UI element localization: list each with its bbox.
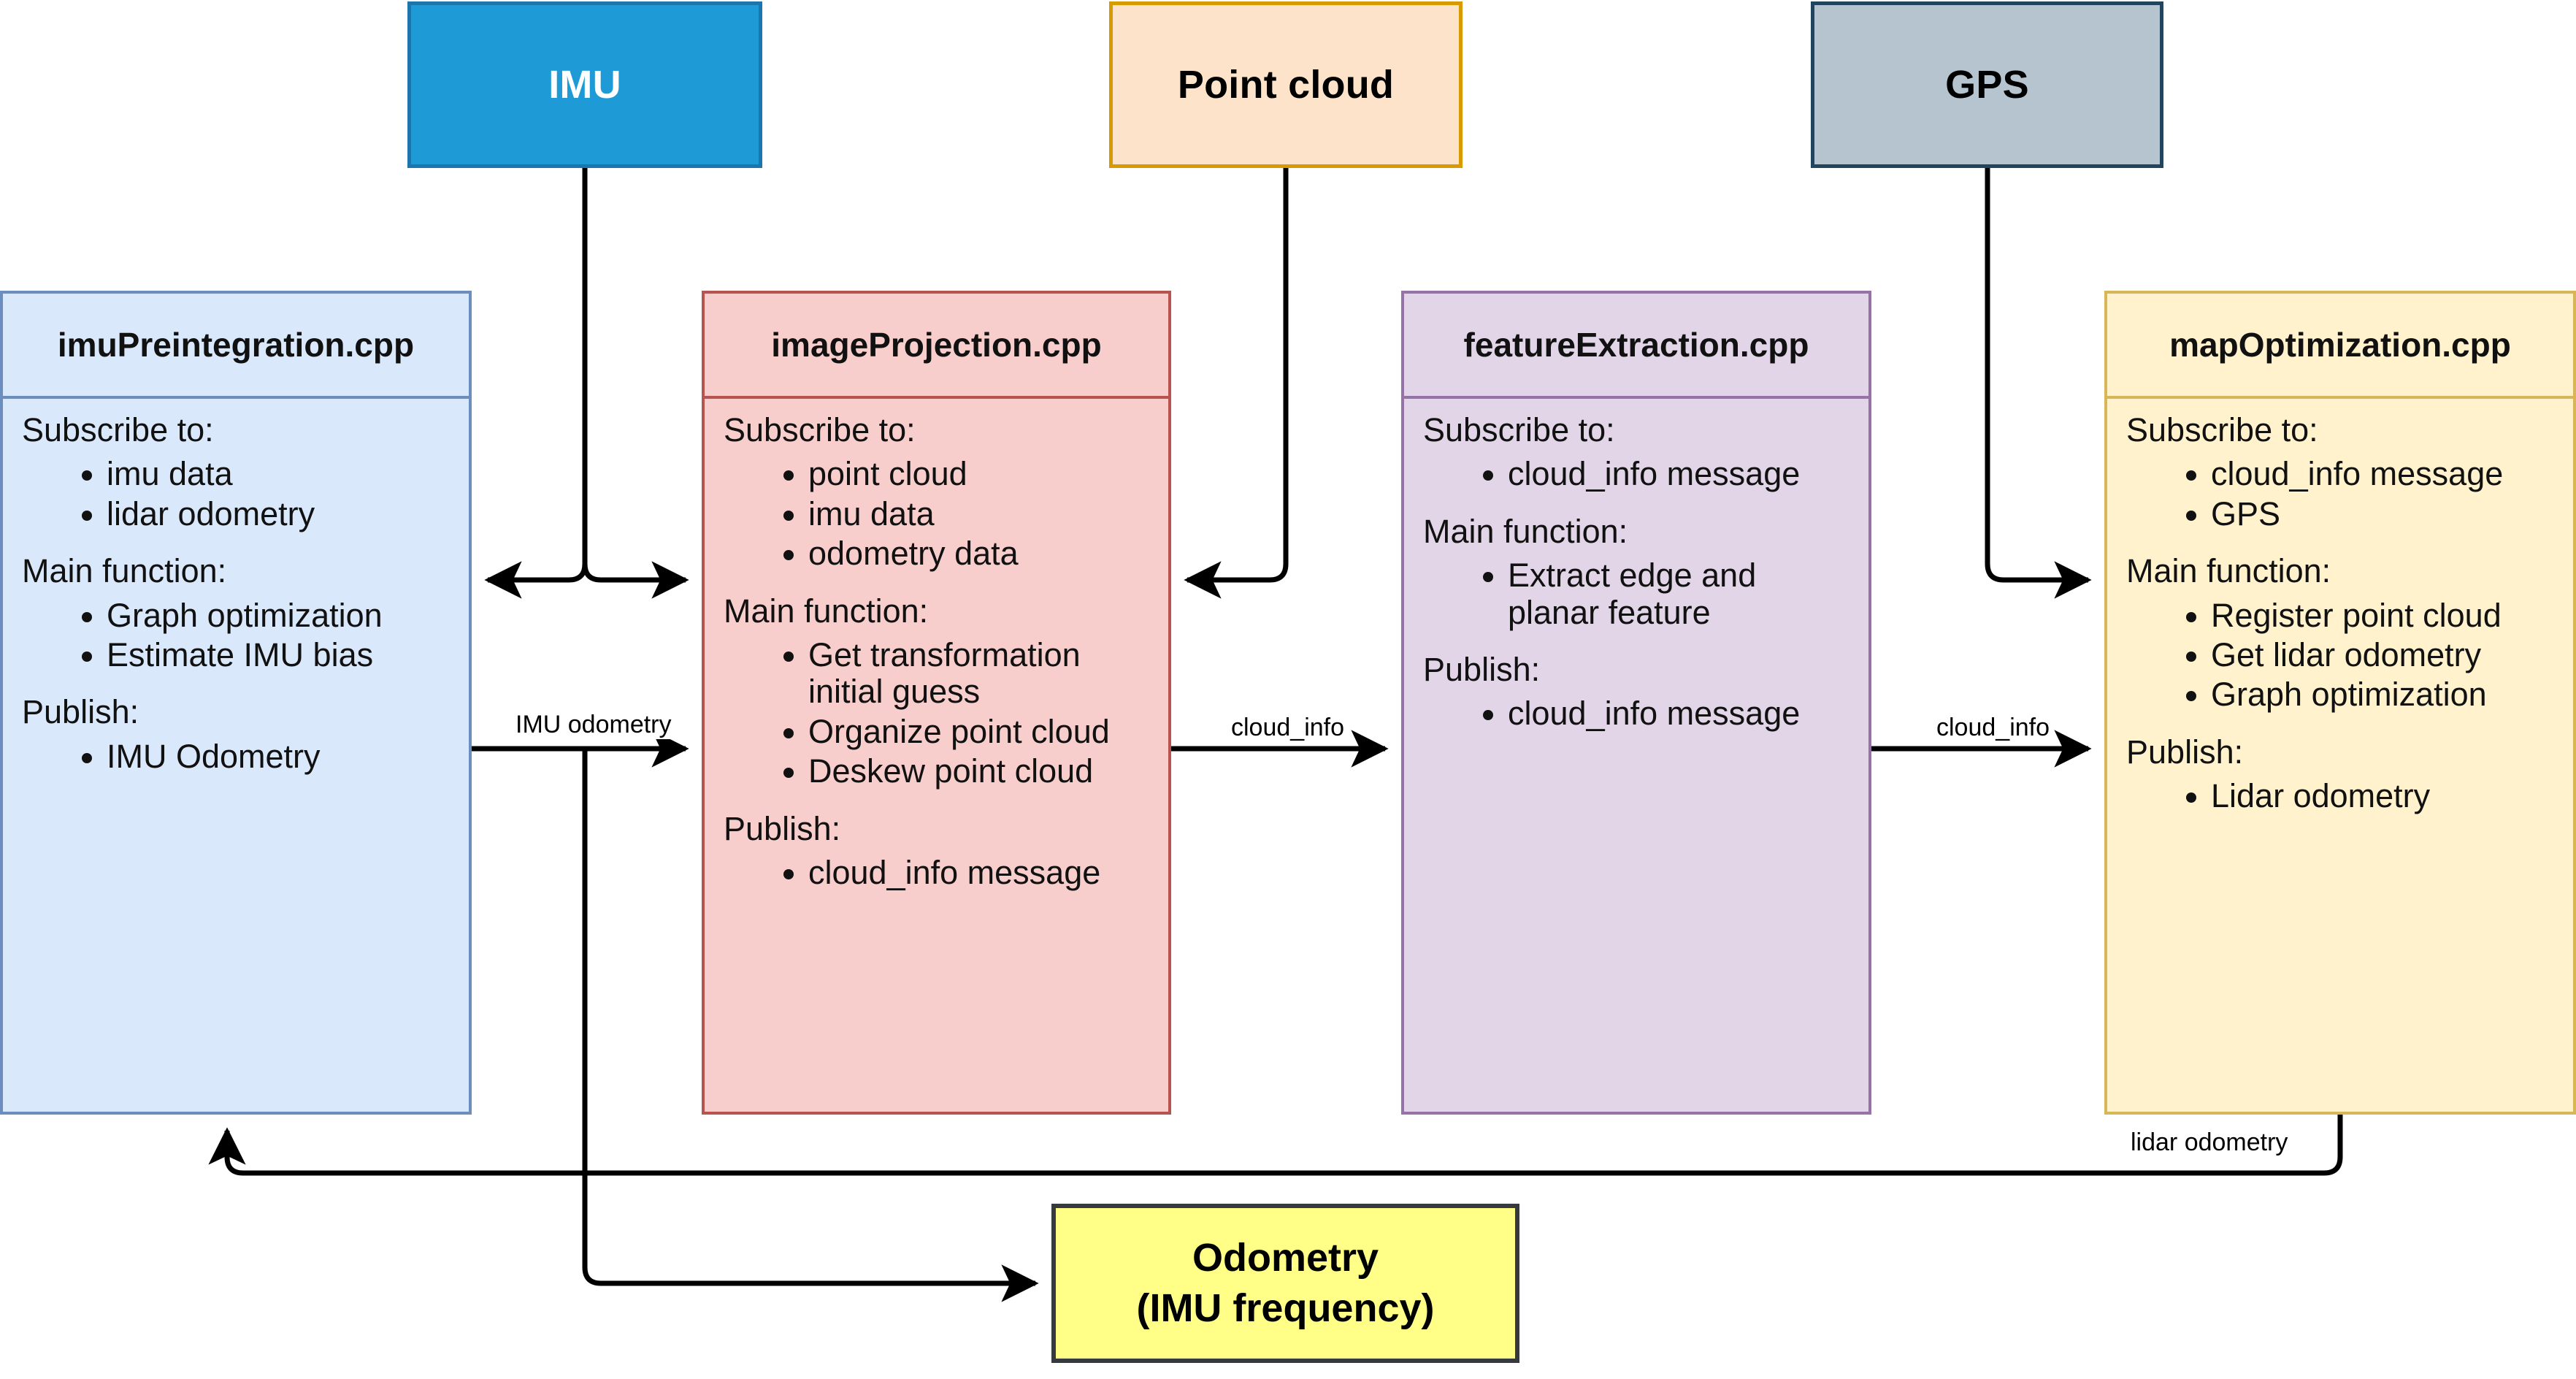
subscribe-list: imu data lidar odometry: [22, 455, 450, 532]
list-item: IMU Odometry: [107, 738, 450, 775]
publish-list: cloud_info message: [724, 854, 1149, 891]
list-item: Estimate IMU bias: [107, 636, 450, 673]
node-body-map-optimization: Subscribe to: cloud_info message GPS Mai…: [2107, 399, 2573, 843]
list-item: Extract edge and planar feature: [1508, 557, 1849, 631]
subscribe-list: point cloud imu data odometry data: [724, 455, 1149, 572]
node-title-imu-preintegration: imuPreintegration.cpp: [3, 294, 469, 399]
main-function-list: Graph optimization Estimate IMU bias: [22, 597, 450, 674]
node-body-imu-preintegration: Subscribe to: imu data lidar odometry Ma…: [3, 399, 469, 803]
list-item: Get lidar odometry: [2211, 636, 2554, 673]
list-item: cloud_info message: [2211, 455, 2554, 492]
node-title-feature-extraction: featureExtraction.cpp: [1404, 294, 1868, 399]
main-function-list: Register point cloud Get lidar odometry …: [2126, 597, 2554, 714]
node-body-feature-extraction: Subscribe to: cloud_info message Main fu…: [1404, 399, 1868, 760]
node-title-map-optimization: mapOptimization.cpp: [2107, 294, 2573, 399]
sink-label-line2: (IMU frequency): [1136, 1286, 1435, 1330]
source-label-point-cloud: Point cloud: [1177, 63, 1395, 107]
list-item: lidar odometry: [107, 495, 450, 532]
publish-label: Publish:: [1423, 650, 1541, 688]
node-box-imu-preintegration[interactable]: imuPreintegration.cpp Subscribe to: imu …: [0, 291, 472, 1115]
main-function-list: Get transformation initial guess Organiz…: [724, 636, 1149, 790]
publish-list: IMU Odometry: [22, 738, 450, 775]
list-item: Get transformation initial guess: [808, 636, 1149, 711]
publish-label: Publish:: [2126, 733, 2244, 771]
sink-box-odometry[interactable]: Odometry (IMU frequency): [1051, 1204, 1519, 1363]
list-item: Graph optimization: [107, 597, 450, 634]
sink-label-line1: Odometry: [1192, 1235, 1379, 1280]
source-box-gps[interactable]: GPS: [1811, 1, 2163, 168]
node-box-map-optimization[interactable]: mapOptimization.cpp Subscribe to: cloud_…: [2104, 291, 2576, 1115]
list-item: point cloud: [808, 455, 1149, 492]
node-title-image-projection: imageProjection.cpp: [705, 294, 1168, 399]
edge-imuodometry-to-odometry: [582, 749, 1039, 1302]
main-function-list: Extract edge and planar feature: [1423, 557, 1849, 631]
node-box-image-projection[interactable]: imageProjection.cpp Subscribe to: point …: [702, 291, 1171, 1115]
list-item: Lidar odometry: [2211, 777, 2554, 814]
list-item: imu data: [107, 455, 450, 492]
edge-label-imu-odometry: IMU odometry: [511, 711, 676, 739]
list-item: cloud_info message: [808, 854, 1149, 891]
list-item: Graph optimization: [2211, 676, 2554, 713]
list-item: odometry data: [808, 535, 1149, 572]
list-item: Deskew point cloud: [808, 752, 1149, 790]
list-item: Register point cloud: [2211, 597, 2554, 634]
source-box-point-cloud[interactable]: Point cloud: [1109, 1, 1463, 168]
edge-lidarodometry-to-imupreintegration: [208, 1115, 2343, 1176]
publish-label: Publish:: [724, 809, 841, 847]
edge-pointcloud-to-imageprojection: [1184, 168, 1289, 599]
publish-label: Publish:: [22, 693, 139, 731]
edge-label-cloud-info-2: cloud_info: [1932, 714, 2055, 742]
list-item: cloud_info message: [1508, 695, 1849, 732]
subscribe-label: Subscribe to:: [724, 411, 916, 448]
subscribe-label: Subscribe to:: [1423, 411, 1615, 448]
edge-imu-to-imageprojection: [582, 561, 689, 599]
publish-list: Lidar odometry: [2126, 777, 2554, 814]
main-function-label: Main function:: [724, 592, 929, 630]
subscribe-label: Subscribe to:: [2126, 411, 2318, 448]
main-function-label: Main function:: [1423, 512, 1628, 550]
edge-imu-to-imupreintegration: [484, 561, 588, 599]
list-item: GPS: [2211, 495, 2554, 532]
list-item: Organize point cloud: [808, 713, 1149, 750]
publish-list: cloud_info message: [1423, 695, 1849, 732]
main-function-label: Main function:: [2126, 552, 2331, 590]
edge-label-cloud-info-1: cloud_info: [1227, 714, 1349, 742]
main-function-label: Main function:: [22, 552, 227, 590]
source-box-imu[interactable]: IMU: [407, 1, 762, 168]
source-label-gps: GPS: [1945, 63, 2029, 107]
node-body-image-projection: Subscribe to: point cloud imu data odome…: [705, 399, 1168, 919]
subscribe-label: Subscribe to:: [22, 411, 214, 448]
edge-gps-to-mapoptimization: [1985, 168, 2092, 599]
edge-label-lidar-odometry: lidar odometry: [2126, 1128, 2293, 1157]
source-label-imu: IMU: [548, 63, 621, 107]
node-box-feature-extraction[interactable]: featureExtraction.cpp Subscribe to: clou…: [1401, 291, 1871, 1115]
list-item: cloud_info message: [1508, 455, 1849, 492]
list-item: imu data: [808, 495, 1149, 532]
subscribe-list: cloud_info message: [1423, 455, 1849, 492]
subscribe-list: cloud_info message GPS: [2126, 455, 2554, 532]
